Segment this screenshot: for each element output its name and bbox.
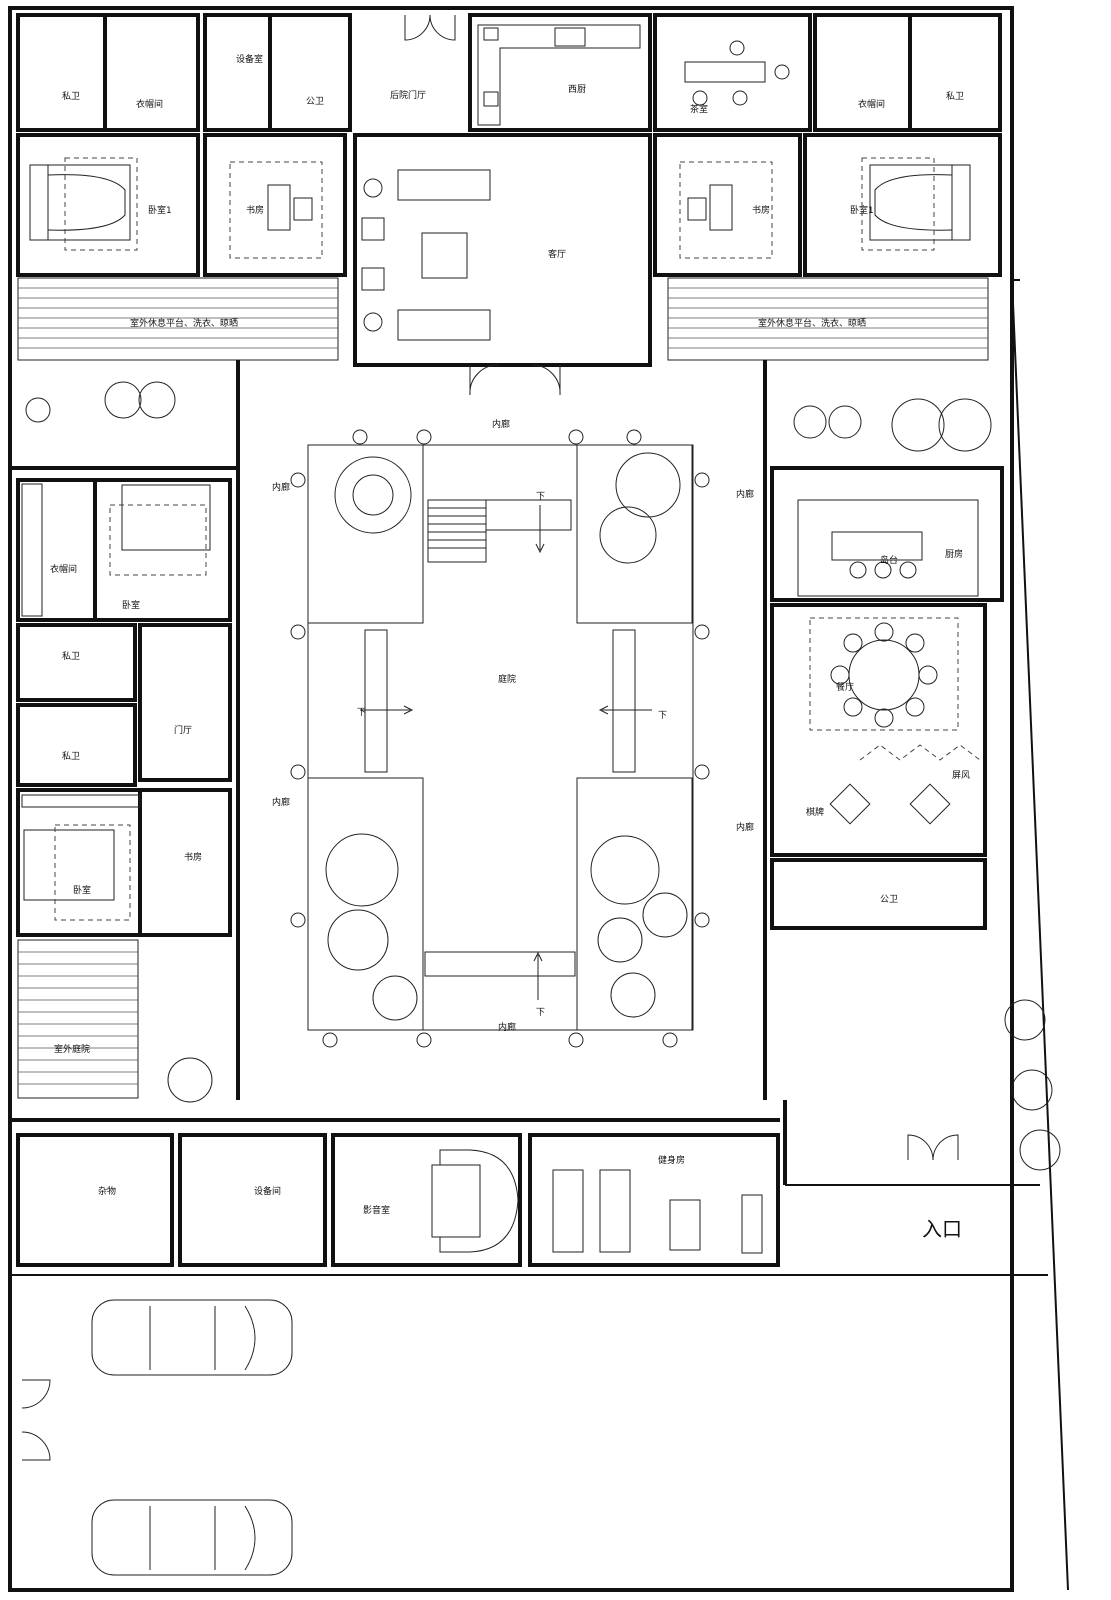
label-priv-bath-left1: 私卫 xyxy=(62,651,80,662)
tree-icon xyxy=(334,456,412,534)
bed-icon xyxy=(109,484,211,576)
label-screen: 屏风 xyxy=(952,770,970,781)
label-inner-corridor-right2: 内廊 xyxy=(736,821,754,833)
label-inner-corridor-right1: 内廊 xyxy=(736,488,754,500)
door-swing-icon xyxy=(21,1379,51,1461)
tree-icon xyxy=(167,999,1061,1171)
closet-icon xyxy=(21,483,141,808)
screen-partition xyxy=(859,744,981,761)
car-icon xyxy=(91,1499,293,1576)
bed-icon xyxy=(23,824,131,921)
label-theater: 影音室 xyxy=(363,1204,390,1216)
label-bedroom-lower: 卧室 xyxy=(73,884,91,896)
label-equip-room-lower: 设备间 xyxy=(254,1185,281,1197)
label-terrace-right: 室外休息平台、洗衣、晾晒 xyxy=(758,317,866,329)
label-outdoor-garden: 室外庭院 xyxy=(54,1043,90,1055)
label-inner-corridor-top: 内廊 xyxy=(492,418,510,430)
label-inner-corridor-left2: 内廊 xyxy=(272,796,290,808)
label-priv-bath-tr: 私卫 xyxy=(946,91,964,102)
label-study-left: 书房 xyxy=(246,204,264,216)
label-closet-left: 衣帽间 xyxy=(50,563,77,575)
tree-icon xyxy=(590,835,688,1018)
bed-icon xyxy=(861,157,971,251)
bed-icon xyxy=(29,157,138,251)
label-foyer: 门厅 xyxy=(174,724,192,736)
tree-icon xyxy=(25,381,176,423)
tree-icon xyxy=(599,452,681,564)
stair-down-label: 下 xyxy=(536,492,545,502)
room-labels: 私卫 衣帽间 设备室 公卫 后院门厅 西厨 茶室 衣帽间 私卫 卧室1 书房 客… xyxy=(50,53,970,1241)
study-desk-icon xyxy=(679,161,773,259)
outer-walls xyxy=(8,6,1069,1592)
label-gym: 健身房 xyxy=(658,1154,685,1166)
label-tea-room: 茶室 xyxy=(690,103,708,115)
stair-down-label: 下 xyxy=(357,708,366,718)
right-wing xyxy=(763,360,1004,1100)
stair-down-label: 下 xyxy=(658,711,667,721)
door-swing-icon xyxy=(907,1134,959,1161)
door-swing-icon xyxy=(469,364,561,396)
label-island: 岛台 xyxy=(880,554,898,566)
tree-icon xyxy=(793,398,992,452)
label-closet-tl: 衣帽间 xyxy=(136,98,163,110)
label-priv-bath-left2: 私卫 xyxy=(62,751,80,762)
label-priv-bath-tl: 私卫 xyxy=(62,91,80,102)
theater-sofa-icon xyxy=(431,1149,519,1253)
label-back-foyer: 后院门厅 xyxy=(390,89,426,101)
label-kitchen: 厨房 xyxy=(945,548,963,560)
stair-icon xyxy=(424,499,576,977)
label-study-lower: 书房 xyxy=(184,851,202,863)
column-markers xyxy=(290,429,710,1048)
label-study-right: 书房 xyxy=(752,204,770,216)
dining-table-icon xyxy=(809,617,959,731)
tea-table-icon xyxy=(684,40,790,106)
left-wing xyxy=(10,360,240,1100)
label-public-wc-right: 公卫 xyxy=(880,894,898,905)
gym-machine-icon xyxy=(669,1194,763,1254)
courtyard xyxy=(307,444,694,1031)
label-equip-room: 设备室 xyxy=(236,53,263,65)
label-bedroom-left: 卧室 xyxy=(122,599,140,611)
label-closet-tr: 衣帽间 xyxy=(858,98,885,110)
terrace-left xyxy=(17,277,339,361)
tree-icon xyxy=(325,833,418,1021)
treadmill-icon xyxy=(552,1169,631,1253)
top-wing xyxy=(16,13,1002,367)
kitchen-island-icon xyxy=(797,499,979,597)
mahjong-table-icon xyxy=(829,783,951,825)
label-inner-corridor-bottom: 内廊 xyxy=(498,1021,516,1033)
study-desk-icon xyxy=(229,161,323,259)
label-storage: 杂物 xyxy=(98,1185,116,1197)
outdoor-garden-deck xyxy=(17,939,139,1099)
door-swing-icon xyxy=(404,14,456,41)
label-chess-room: 棋牌 xyxy=(806,806,824,818)
car-icon xyxy=(91,1299,293,1376)
label-bedroom1-right: 卧室1 xyxy=(850,204,874,216)
label-courtyard: 庭院 xyxy=(498,673,516,685)
label-public-wc-top: 公卫 xyxy=(306,96,324,107)
label-living-room: 客厅 xyxy=(548,248,566,260)
label-entrance: 入口 xyxy=(922,1217,962,1241)
sofa-icon xyxy=(361,169,491,341)
label-terrace-left: 室外休息平台、洗衣、晾晒 xyxy=(130,317,238,329)
stair-arrows xyxy=(360,505,652,1000)
bottom-wing xyxy=(10,1100,1048,1276)
kitchen-counter-icon xyxy=(477,24,641,126)
label-dining-room: 餐厅 xyxy=(836,681,854,693)
label-bedroom1-left: 卧室1 xyxy=(148,204,172,216)
label-west-kitchen: 西厨 xyxy=(568,84,586,95)
terrace-right xyxy=(667,277,989,361)
stair-down-label: 下 xyxy=(536,1008,545,1018)
label-inner-corridor-left1: 内廊 xyxy=(272,481,290,493)
